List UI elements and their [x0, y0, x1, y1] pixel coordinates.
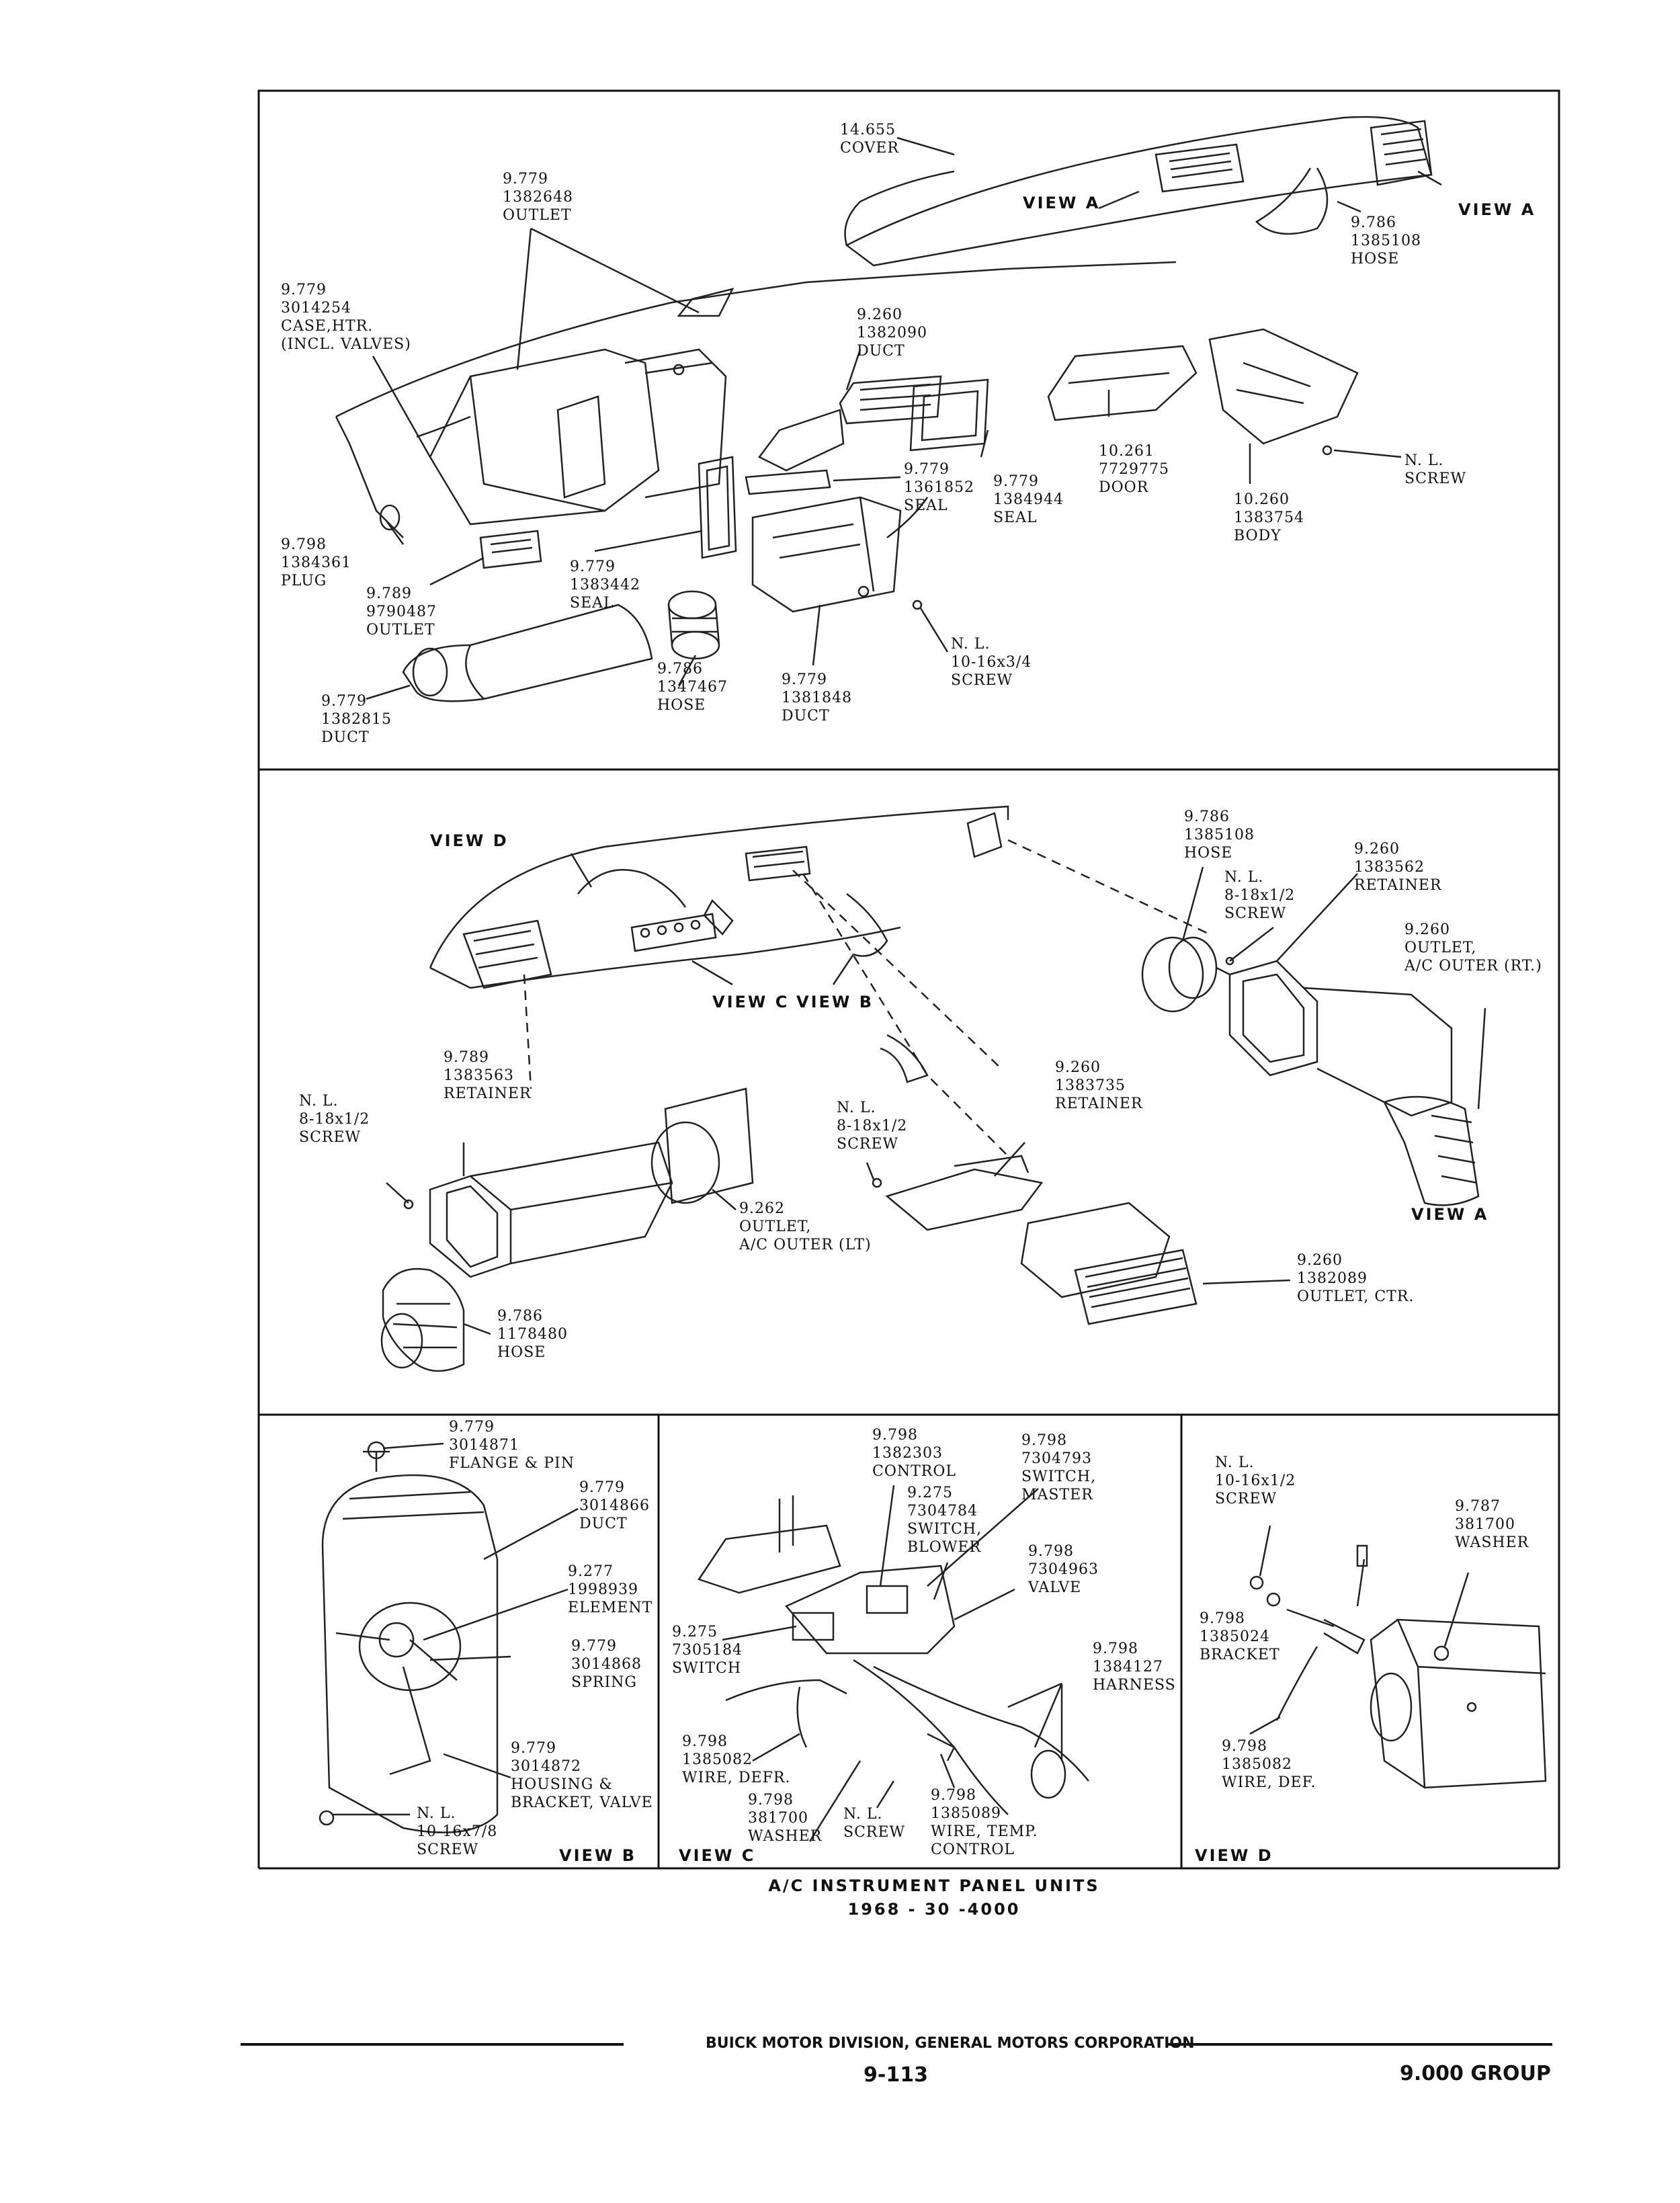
label-nl-screw-c: N. L. SCREW — [843, 1806, 906, 1841]
label-view-b: VIEW B — [796, 993, 874, 1011]
label-duct-3014866: 9.779 3014866 DUCT — [579, 1479, 650, 1532]
label-door: 10.261 7729775 DOOR — [1099, 443, 1169, 496]
label-nl-screw-left: N. L. 8-18x1/2 SCREW — [299, 1093, 370, 1146]
label-hose-1385108-mid: 9.786 1385108 HOSE — [1184, 808, 1255, 862]
footer-group: 9.000 GROUP — [1400, 2062, 1551, 2085]
label-case-heater: 9.779 3014254 CASE,HTR. (INCL. VALVES) — [281, 282, 411, 353]
footer-page-number: 9-113 — [864, 2063, 928, 2087]
label-duct-1382815: 9.779 1382815 DUCT — [321, 693, 392, 746]
label-nl-screw-10-16x1-2: N. L. 10-16x1/2 SCREW — [1215, 1454, 1296, 1507]
label-valve: 9.798 7304963 VALVE — [1028, 1543, 1099, 1596]
label-harness: 9.798 1384127 HARNESS — [1093, 1640, 1176, 1694]
label-switch-master: 9.798 7304793 SWITCH, MASTER — [1021, 1432, 1097, 1503]
label-hose-1385108: 9.786 1385108 HOSE — [1351, 214, 1421, 267]
label-view-c: VIEW C — [712, 993, 790, 1011]
label-wire-def: 9.798 1385082 WIRE, DEF. — [1222, 1738, 1316, 1791]
label-duct-1381848: 9.779 1381848 DUCT — [782, 671, 852, 724]
label-nl-screw-top: N. L. SCREW — [1404, 452, 1467, 487]
label-view-d: VIEW D — [430, 831, 509, 850]
label-nl-screw-center: N. L. 8-18x1/2 SCREW — [837, 1099, 908, 1153]
label-hose-1347467: 9.786 1347467 HOSE — [657, 661, 728, 714]
view-c-art — [698, 1485, 1089, 1842]
label-flange-pin: 9.779 3014871 FLANGE & PIN — [449, 1419, 575, 1472]
label-control: 9.798 1382303 CONTROL — [872, 1427, 957, 1480]
label-switch-7305184: 9.275 7305184 SWITCH — [672, 1624, 743, 1677]
view-d-title: VIEW D — [1195, 1846, 1273, 1865]
top-panel-art — [335, 116, 1442, 702]
label-plug: 9.798 1384361 PLUG — [281, 536, 351, 589]
label-hose-1178480: 9.786 1178480 HOSE — [497, 1308, 568, 1361]
label-washer-381700-c: 9.798 381700 WASHER — [748, 1792, 823, 1845]
figure-code: 1968 - 30 -4000 — [847, 1900, 1021, 1919]
top-panel-border — [257, 89, 1560, 771]
label-nl-screw-right: N. L. 8-18x1/2 SCREW — [1224, 869, 1296, 922]
label-outlet-9790487: 9.789 9790487 OUTLET — [366, 585, 437, 638]
label-retainer-1383563: 9.789 1383563 RETAINER — [444, 1049, 532, 1102]
label-wire-defr: 9.798 1385082 WIRE, DEFR. — [682, 1733, 791, 1786]
view-b-art — [319, 1441, 579, 1833]
label-body: 10.260 1383754 BODY — [1234, 491, 1304, 544]
label-seal-1361852: 9.779 1361852 SEAL — [904, 461, 974, 514]
label-seal-1384944: 9.779 1384944 SEAL — [993, 473, 1064, 526]
label-outlet-ctr: 9.260 1382089 OUTLET, CTR. — [1297, 1252, 1415, 1305]
label-view-a-inner: VIEW A — [1023, 194, 1101, 212]
footer-division: BUICK MOTOR DIVISION, GENERAL MOTORS COR… — [706, 2035, 1195, 2052]
label-switch-blower: 9.275 7304784 SWITCH, BLOWER — [907, 1485, 982, 1556]
label-retainer-1383735: 9.260 1383735 RETAINER — [1055, 1059, 1143, 1112]
label-nl-screw-10-16: N. L. 10-16x3/4 SCREW — [951, 636, 1032, 689]
label-screw-10-16x7-8: N. L. 10-16x7/8 SCREW — [417, 1805, 498, 1858]
label-outlet-1382648: 9.779 1382648 OUTLET — [503, 171, 573, 224]
label-washer-381700-d: 9.787 381700 WASHER — [1455, 1498, 1529, 1551]
middle-panel-border — [257, 768, 1560, 1416]
label-wire-temp: 9.798 1385089 WIRE, TEMP. CONTROL — [931, 1787, 1038, 1858]
label-outlet-lt: 9.262 OUTLET, A/C OUTER (LT) — [739, 1200, 872, 1253]
middle-panel-art — [380, 805, 1486, 1372]
label-element: 9.277 1998939 ELEMENT — [568, 1563, 653, 1616]
view-c-title: VIEW C — [679, 1846, 756, 1865]
label-bracket: 9.798 1385024 BRACKET — [1200, 1610, 1280, 1663]
label-outlet-rt: 9.260 OUTLET, A/C OUTER (RT.) — [1404, 921, 1542, 974]
label-view-a-outer: VIEW A — [1458, 200, 1536, 219]
label-housing-bracket: 9.779 3014872 HOUSING & BRACKET, VALVE — [511, 1740, 653, 1811]
figure-caption: A/C INSTRUMENT PANEL UNITS — [768, 1876, 1100, 1895]
label-duct-1382090: 9.260 1382090 DUCT — [857, 306, 927, 360]
label-view-a-mid: VIEW A — [1411, 1205, 1489, 1224]
label-cover: 14.655 COVER — [840, 122, 899, 157]
view-b-title: VIEW B — [559, 1846, 637, 1865]
label-retainer-1383562: 9.260 1383562 RETAINER — [1354, 841, 1442, 894]
view-d-art — [1249, 1525, 1547, 1789]
label-spring: 9.779 3014868 SPRING — [571, 1638, 642, 1691]
label-seal-1383442: 9.779 1383442 SEAL — [570, 558, 640, 612]
